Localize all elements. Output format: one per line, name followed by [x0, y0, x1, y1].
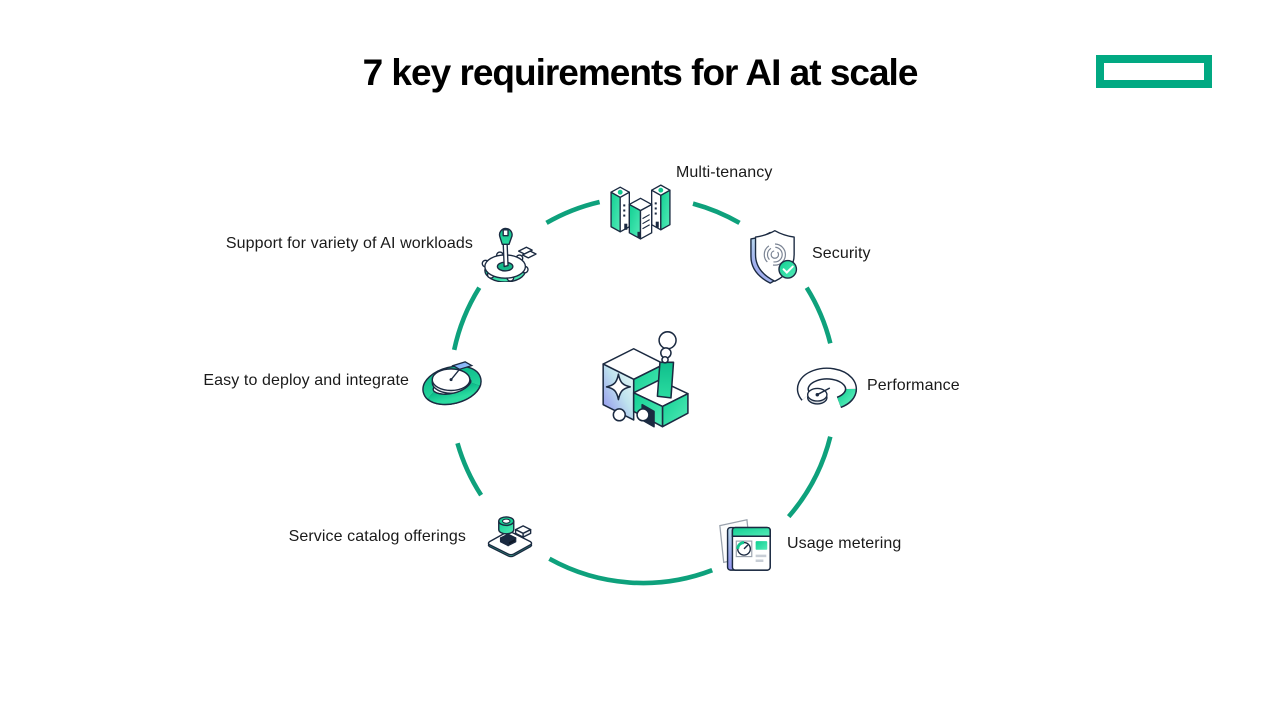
buildings-icon	[610, 184, 671, 240]
catalog-stack-icon	[487, 516, 533, 558]
ring-arc	[545, 199, 601, 225]
ring-arc	[786, 436, 833, 519]
label-performance: Performance	[867, 377, 960, 394]
ai-factory-icon	[602, 331, 689, 428]
ring-arc	[692, 201, 741, 225]
page-title: 7 key requirements for AI at scale	[362, 52, 919, 93]
deploy-ring-icon	[422, 361, 482, 406]
gear-wrench-icon	[481, 227, 537, 282]
ring-arc	[455, 442, 484, 497]
label-usage-metering: Usage metering	[787, 535, 902, 552]
label-ai-workloads: Support for variety of AI workloads	[225, 235, 473, 252]
label-multi-tenancy: Multi-tenancy	[676, 164, 773, 181]
hpe-logo	[1096, 55, 1212, 88]
shield-fingerprint-icon	[750, 229, 798, 284]
ring-arc	[451, 286, 482, 351]
label-security: Security	[812, 245, 871, 262]
gauge-icon	[796, 367, 858, 409]
ring-arc	[548, 556, 714, 586]
ring-arc	[804, 286, 833, 344]
label-easy-deploy: Easy to deploy and integrate	[203, 372, 409, 389]
metering-dashboard-icon	[719, 519, 771, 571]
label-service-catalog: Service catalog offerings	[288, 528, 466, 545]
